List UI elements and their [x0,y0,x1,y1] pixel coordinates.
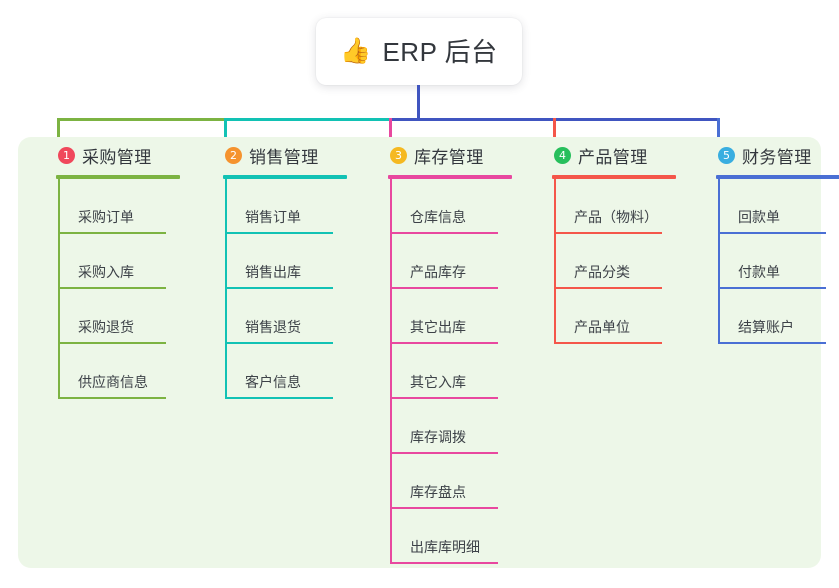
branch-number-badge: 5 [718,146,735,164]
branch-title: 财务管理 [742,147,812,167]
branch-item-label: 产品单位 [574,318,630,335]
branch-item[interactable]: 库存盘点 [392,454,498,509]
branch-item[interactable]: 销售订单 [227,179,333,234]
root-node[interactable]: 👍 ERP 后台 [316,18,522,85]
distribution-bar-segment [553,118,720,121]
branch-column-4: 4 产品管理产品（物料） 产品分类产品单位 [534,137,694,344]
branch-item[interactable]: 采购订单 [60,179,166,234]
branches-panel: 1 采购管理采购订单采购入库采购退货供应商信息 2 销售管理销售订单销售出库销售退货客… [18,137,839,568]
distribution-bar-segment [57,118,227,121]
branch-item-label: 销售出库 [245,263,301,280]
branch-header-2[interactable]: 2 销售管理 [205,137,365,173]
distribution-bar-segment [389,118,556,121]
branch-item[interactable]: 产品分类 [556,234,662,289]
branch-title: 销售管理 [249,147,319,167]
branch-header-1[interactable]: 1 采购管理 [38,137,198,173]
branch-children: 回款单付款单结算账户 [718,179,839,344]
branch-item-label: 付款单 [738,263,780,280]
root-trunk-connector [417,85,420,121]
branch-item-label: 产品库存 [410,263,466,280]
branch-item-label: 库存盘点 [410,483,466,500]
branch-item-label: 销售退货 [245,318,301,335]
distribution-bar-segment [224,118,392,121]
branch-item-label: 回款单 [738,208,780,225]
branch-item[interactable]: 回款单 [720,179,826,234]
branch-number-badge: 2 [225,146,242,164]
branch-item-label: 销售订单 [245,208,301,225]
branch-header-rule [552,175,676,179]
branch-header-rule [716,175,839,179]
branch-children: 仓库信息产品库存其它出库其它入库库存调拨库存盘点出库库明细 [390,179,530,564]
branch-item[interactable]: 采购退货 [60,289,166,344]
branch-item[interactable]: 产品库存 [392,234,498,289]
branch-header-4[interactable]: 4 产品管理 [534,137,694,173]
branch-item[interactable]: 采购入库 [60,234,166,289]
branch-item-label: 采购入库 [78,263,134,280]
branch-item[interactable]: 其它入库 [392,344,498,399]
branch-item[interactable]: 供应商信息 [60,344,166,399]
branch-item-label: 客户信息 [245,373,301,390]
branch-item-label: 其它入库 [410,373,466,390]
root-node-label: ERP 后台 [382,37,498,67]
branch-item-label: 库存调拨 [410,428,466,445]
branch-item[interactable]: 销售出库 [227,234,333,289]
branch-column-1: 1 采购管理采购订单采购入库采购退货供应商信息 [38,137,198,399]
branch-title: 库存管理 [414,147,484,167]
branch-column-3: 3 库存管理仓库信息产品库存其它出库其它入库库存调拨库存盘点出库库明细 [370,137,530,564]
branch-children: 采购订单采购入库采购退货供应商信息 [58,179,198,399]
branch-item-label: 供应商信息 [78,373,148,390]
branch-header-5[interactable]: 5 财务管理 [698,137,839,173]
branch-title: 产品管理 [578,147,648,167]
branch-item[interactable]: 出库库明细 [392,509,498,564]
branch-item[interactable]: 付款单 [720,234,826,289]
branch-item[interactable]: 销售退货 [227,289,333,344]
branch-title: 采购管理 [82,147,152,167]
branch-header-rule [56,175,180,179]
branch-item[interactable]: 其它出库 [392,289,498,344]
branch-item[interactable]: 仓库信息 [392,179,498,234]
branch-item-label: 出库库明细 [410,538,480,555]
branch-number-badge: 1 [58,146,75,164]
branch-header-rule [388,175,512,179]
branch-header-rule [223,175,347,179]
branch-number-badge: 3 [390,146,407,164]
branch-children: 销售订单销售出库销售退货客户信息 [225,179,365,399]
branch-header-3[interactable]: 3 库存管理 [370,137,530,173]
branch-item[interactable]: 库存调拨 [392,399,498,454]
branch-item-label: 结算账户 [738,318,794,335]
branch-item[interactable]: 结算账户 [720,289,826,344]
branch-item-label: 产品（物料） [574,208,658,225]
branch-item[interactable]: 客户信息 [227,344,333,399]
branch-children: 产品（物料） 产品分类产品单位 [554,179,694,344]
branch-column-2: 2 销售管理销售订单销售出库销售退货客户信息 [205,137,365,399]
root-node-content: 👍 ERP 后台 [340,32,497,69]
branch-item[interactable]: 产品（物料） [556,179,662,234]
branch-item-label: 采购退货 [78,318,134,335]
branch-item-label: 采购订单 [78,208,134,225]
branch-column-5: 5 财务管理回款单付款单结算账户 [698,137,839,344]
branch-item[interactable]: 产品单位 [556,289,662,344]
branch-item-label: 其它出库 [410,318,466,335]
branch-item-label: 产品分类 [574,263,630,280]
branch-number-badge: 4 [554,146,571,164]
thumbs-up-icon: 👍 [340,36,372,65]
branch-item-label: 仓库信息 [410,208,466,225]
